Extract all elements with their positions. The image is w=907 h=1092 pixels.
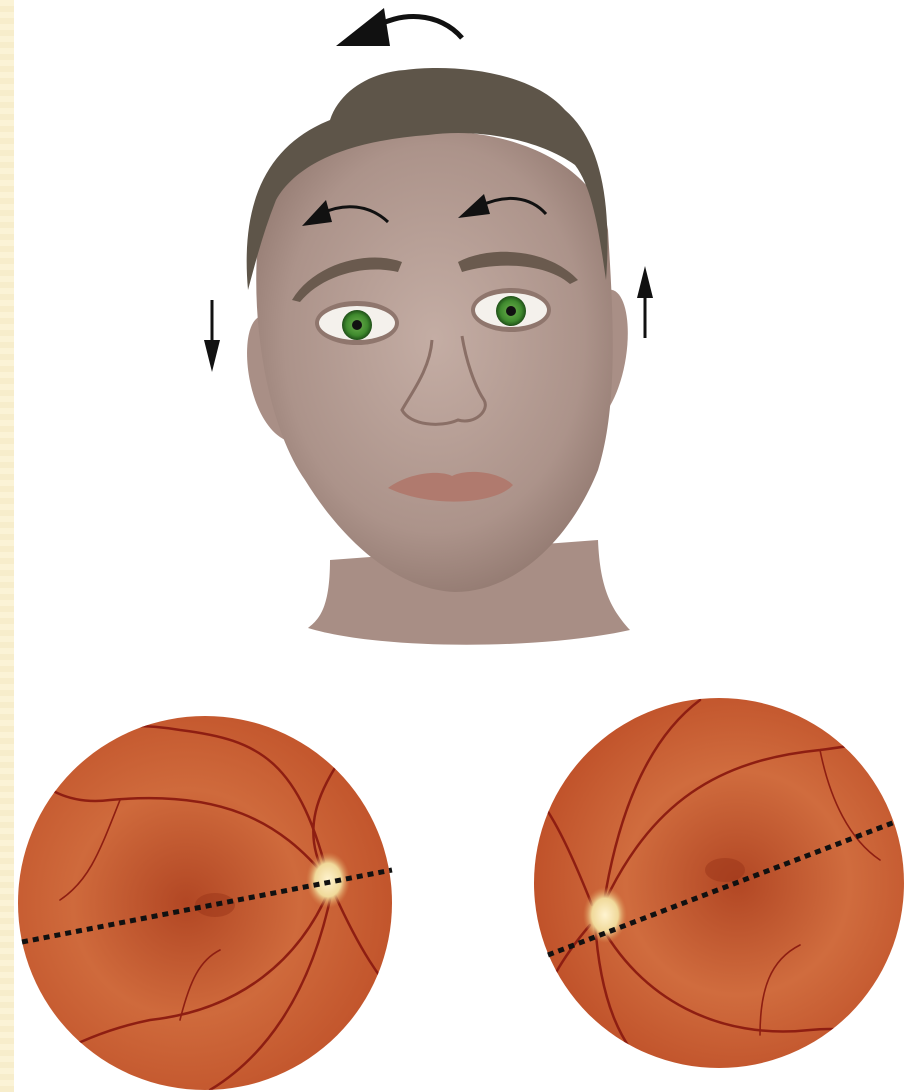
head-illustration (247, 68, 630, 645)
fundus-image-left-eye (534, 698, 907, 1080)
right-eye (471, 288, 551, 332)
fovea (195, 893, 235, 917)
fovea (705, 858, 745, 882)
left-eye (315, 301, 399, 345)
face (256, 132, 613, 592)
fundus-image-right-eye (18, 716, 400, 1090)
left-down-arrow (204, 300, 220, 372)
top-rotation-arrow (336, 8, 462, 46)
right-up-arrow (637, 266, 653, 338)
